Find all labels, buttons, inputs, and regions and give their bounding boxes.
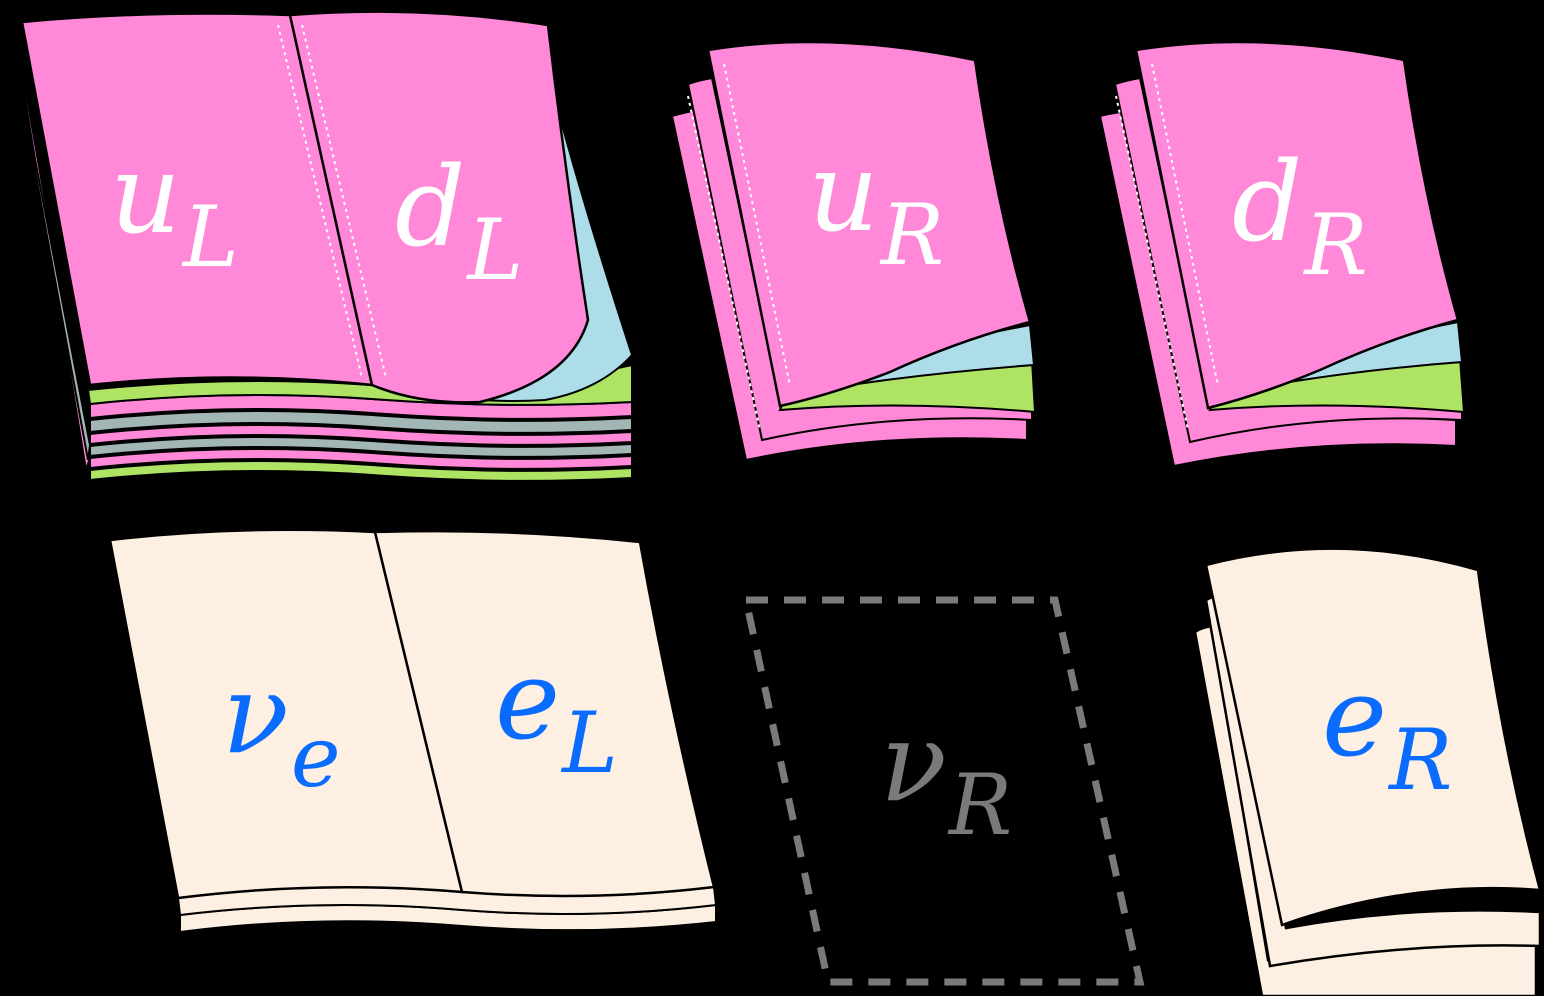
stitch-line (301, 24, 387, 379)
stitch-line (723, 63, 791, 387)
label-nu-e: νe (222, 650, 341, 806)
book-neutrino-right-missing: νR (741, 596, 1145, 986)
stitch-line (1115, 95, 1189, 431)
label-d-L: dL (395, 143, 523, 299)
page-edge (89, 448, 633, 470)
page-front (706, 40, 1032, 408)
label-u-L: uL (110, 130, 239, 286)
book-up-right: uR (670, 40, 1037, 464)
page-right (373, 529, 716, 898)
label-e-L: eL (495, 636, 618, 792)
page-edge (89, 436, 633, 458)
page-front (1134, 40, 1460, 410)
book-lepton-left-doublet: νe eL (108, 528, 718, 934)
label-d-R: dR (1232, 138, 1368, 294)
stitch-line (277, 24, 363, 379)
book-quark-left-doublet: uL dL (19, 10, 634, 482)
missing-outline (741, 596, 1145, 986)
page-edge (89, 410, 633, 434)
stitch-line (1151, 63, 1219, 387)
page-edge (89, 460, 633, 482)
label-e-R: eR (1322, 653, 1452, 809)
page-front (1204, 547, 1542, 927)
page-edge (21, 91, 92, 461)
label-nu-R: νR (880, 698, 1012, 854)
page-right (288, 10, 590, 404)
label-u-R: uR (808, 128, 944, 284)
book-down-right: dR (1098, 40, 1466, 470)
book-electron-right: eR (1193, 547, 1542, 996)
page-edge (89, 424, 633, 446)
stitch-line (687, 95, 761, 431)
